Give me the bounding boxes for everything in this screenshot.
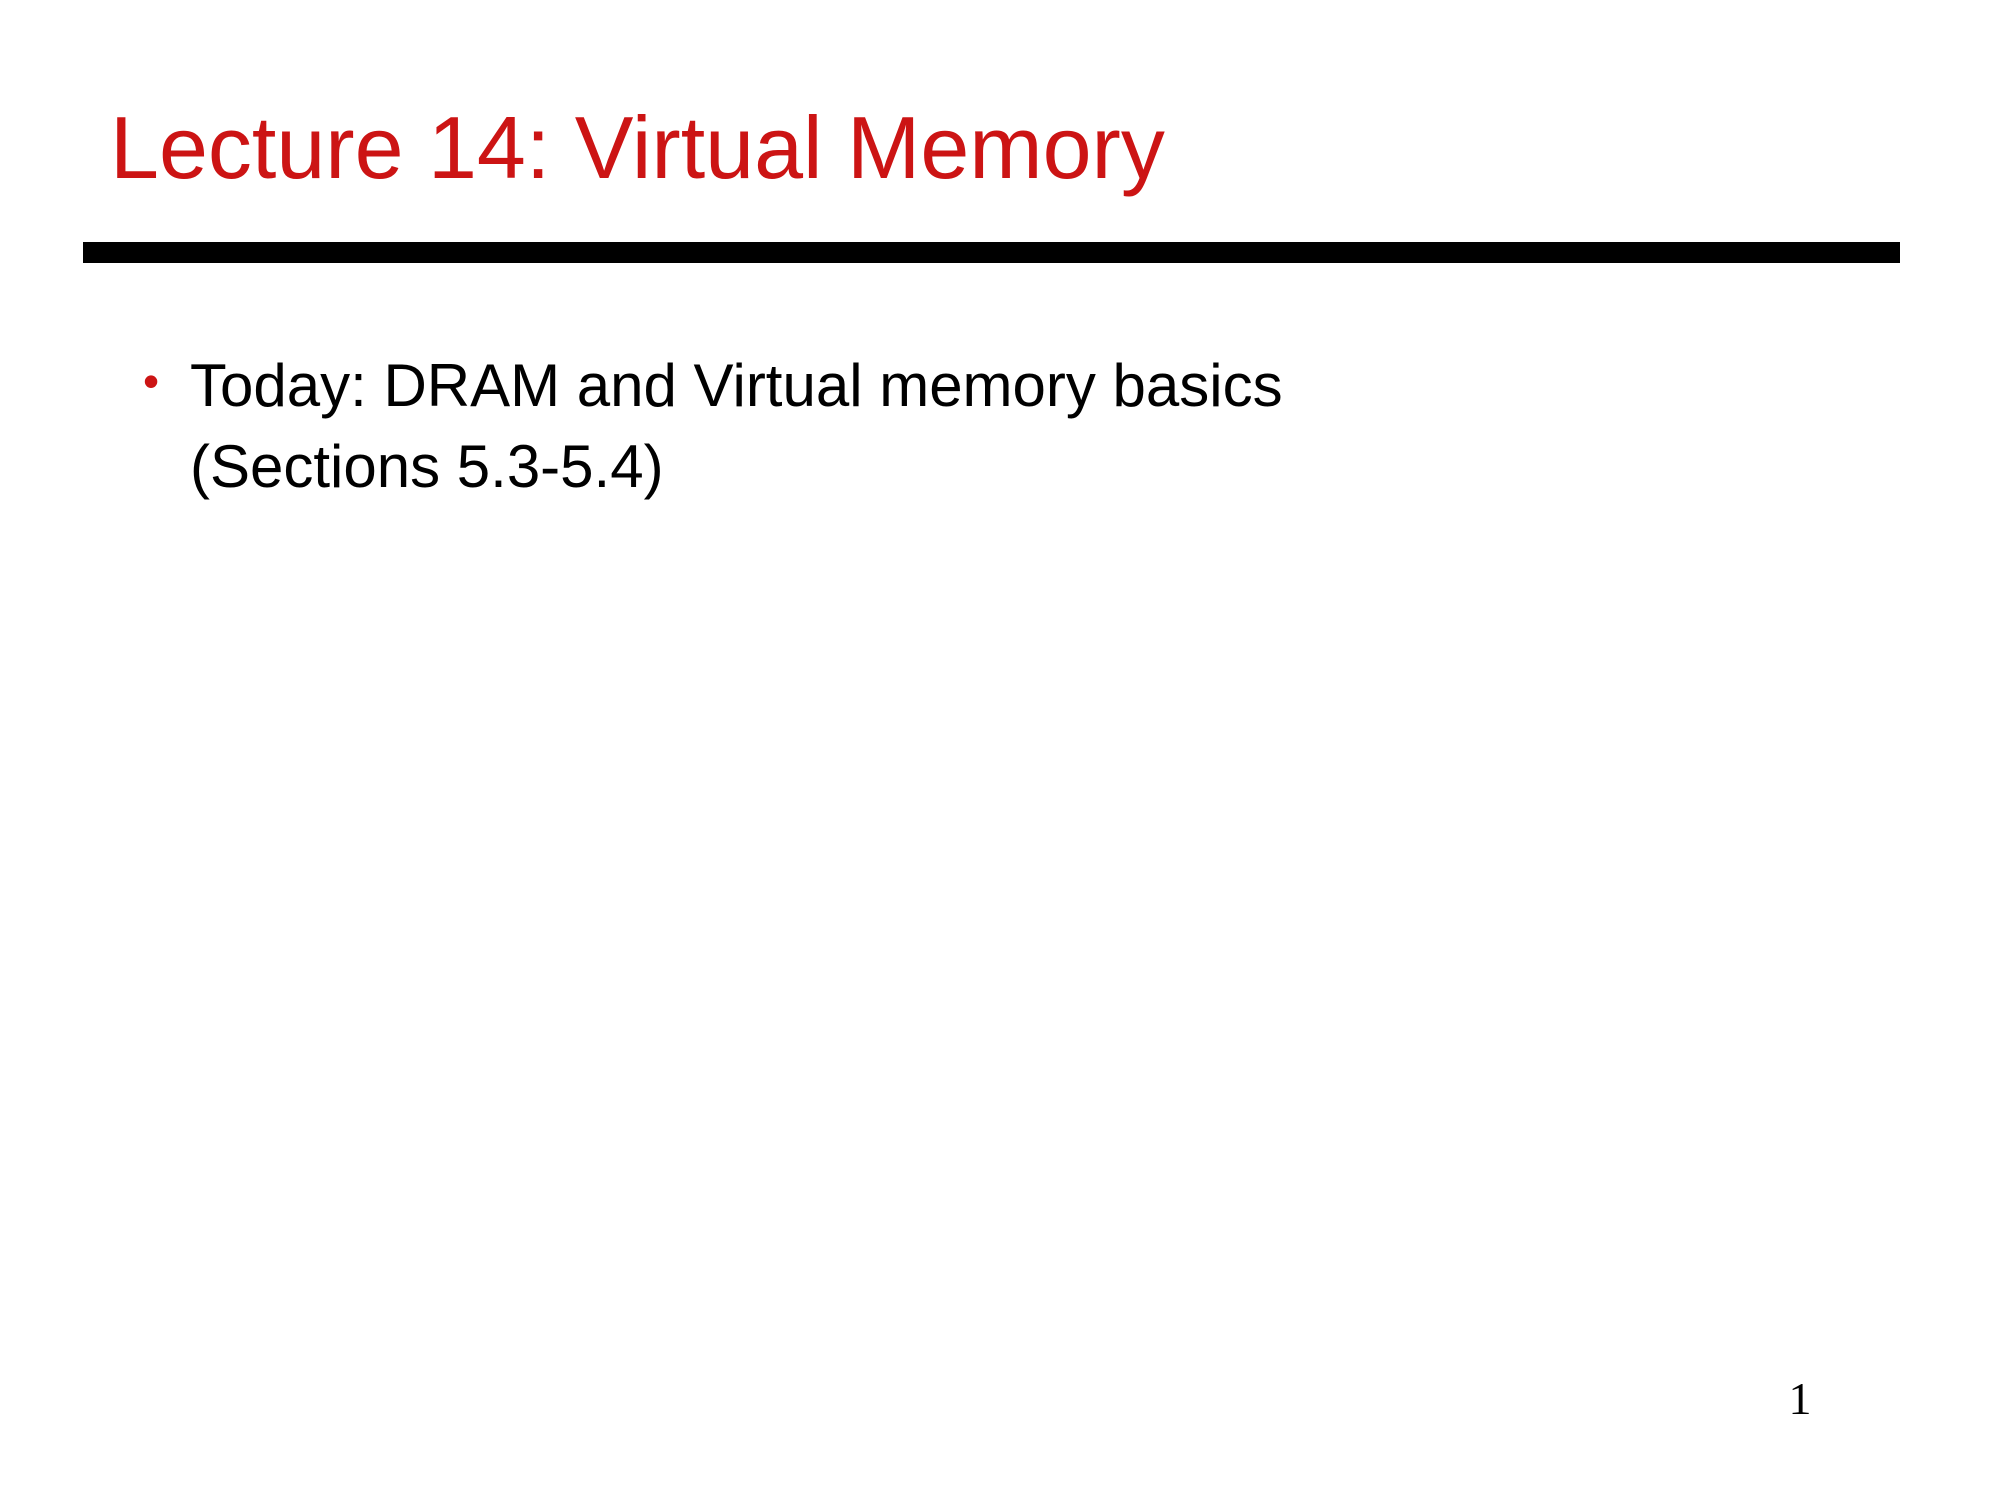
bullet-marker-icon: • bbox=[143, 355, 160, 407]
bullet-text: Today: DRAM and Virtual memory basics (S… bbox=[190, 345, 1283, 507]
page-number: 1 bbox=[1788, 1373, 1812, 1424]
bullet-line-2: (Sections 5.3-5.4) bbox=[190, 433, 664, 500]
slide-title: Lecture 14: Virtual Memory bbox=[110, 98, 1165, 197]
bullet-line-1: Today: DRAM and Virtual memory basics bbox=[190, 352, 1283, 419]
bullet-item: • Today: DRAM and Virtual memory basics … bbox=[143, 345, 1283, 507]
title-divider-rule bbox=[83, 242, 1900, 263]
